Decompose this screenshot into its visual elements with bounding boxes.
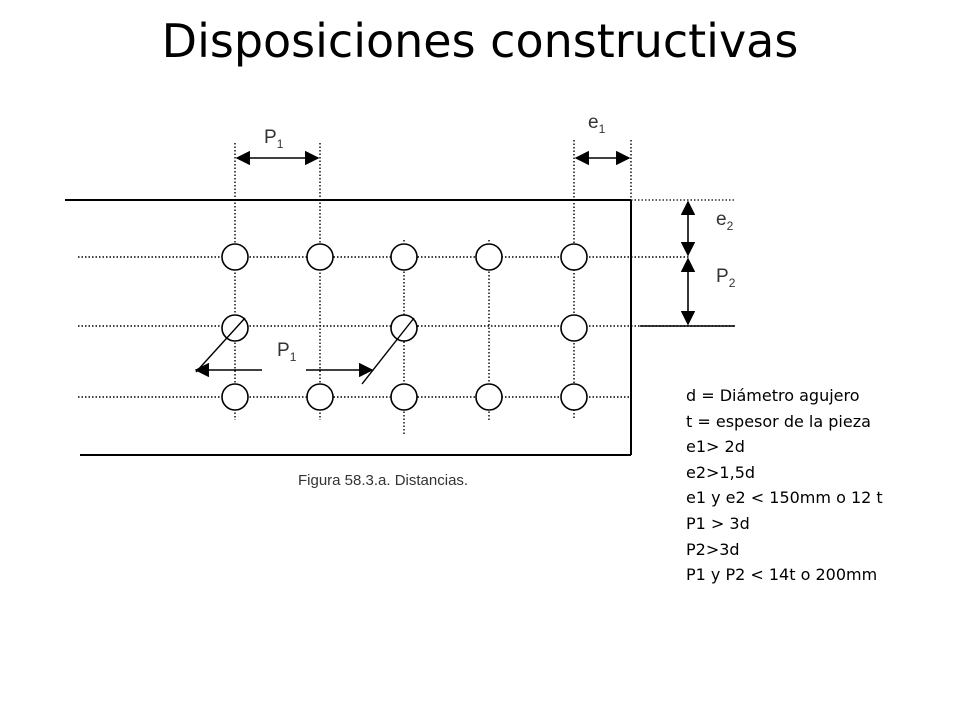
p1-leader-left	[195, 317, 246, 373]
p1-leader-right	[361, 317, 415, 385]
note-thickness: t = espesor de la pieza	[686, 411, 871, 431]
requirements-list: d = Diámetro agujero t = espesor de la p…	[686, 383, 883, 588]
hole-r3-c5	[560, 383, 588, 411]
e2-dimension: e2	[680, 200, 734, 257]
p1-label-mask	[262, 363, 306, 375]
figure-caption: Figura 58.3.a. Distancias.	[298, 472, 468, 489]
e1-dimension: e1	[574, 112, 631, 166]
holes	[221, 243, 588, 411]
slide-title: Disposiciones constructivas	[161, 14, 799, 68]
p1-staggered-label: P1	[277, 340, 297, 364]
note-e1-min: e1> 2d	[686, 437, 745, 457]
plate-outline	[65, 199, 632, 456]
hole-r2-c5	[560, 314, 588, 342]
note-p-max: P1 y P2 < 14t o 200mm	[686, 565, 878, 585]
note-e2-min: e2>1,5d	[686, 462, 756, 482]
note-p1-min: P1 > 3d	[686, 513, 750, 533]
e1-label: e1	[588, 112, 606, 136]
note-diameter: d = Diámetro agujero	[686, 386, 860, 405]
note-p2-min: P2>3d	[686, 539, 740, 559]
hole-r3-c4	[475, 383, 503, 411]
hole-r1-c2	[306, 243, 334, 271]
note-e-max: e1 y e2 < 150mm o 12 t	[686, 488, 883, 508]
p2-dimension: P2	[680, 257, 736, 326]
hole-r3-c2	[306, 383, 334, 411]
p2-label: P2	[716, 266, 736, 290]
hole-r3-c3	[390, 383, 418, 411]
row-lines	[78, 256, 735, 398]
p1-top-dimension: P1	[235, 127, 320, 166]
p1-staggered-dimension: P1	[194, 317, 415, 385]
hole-r1-c1	[221, 243, 249, 271]
hole-r1-c3	[390, 243, 418, 271]
hole-r1-c5	[560, 243, 588, 271]
e2-label: e2	[716, 209, 734, 233]
p1-top-label: P1	[264, 127, 284, 151]
hole-r1-c4	[475, 243, 503, 271]
hole-r3-c1	[221, 383, 249, 411]
